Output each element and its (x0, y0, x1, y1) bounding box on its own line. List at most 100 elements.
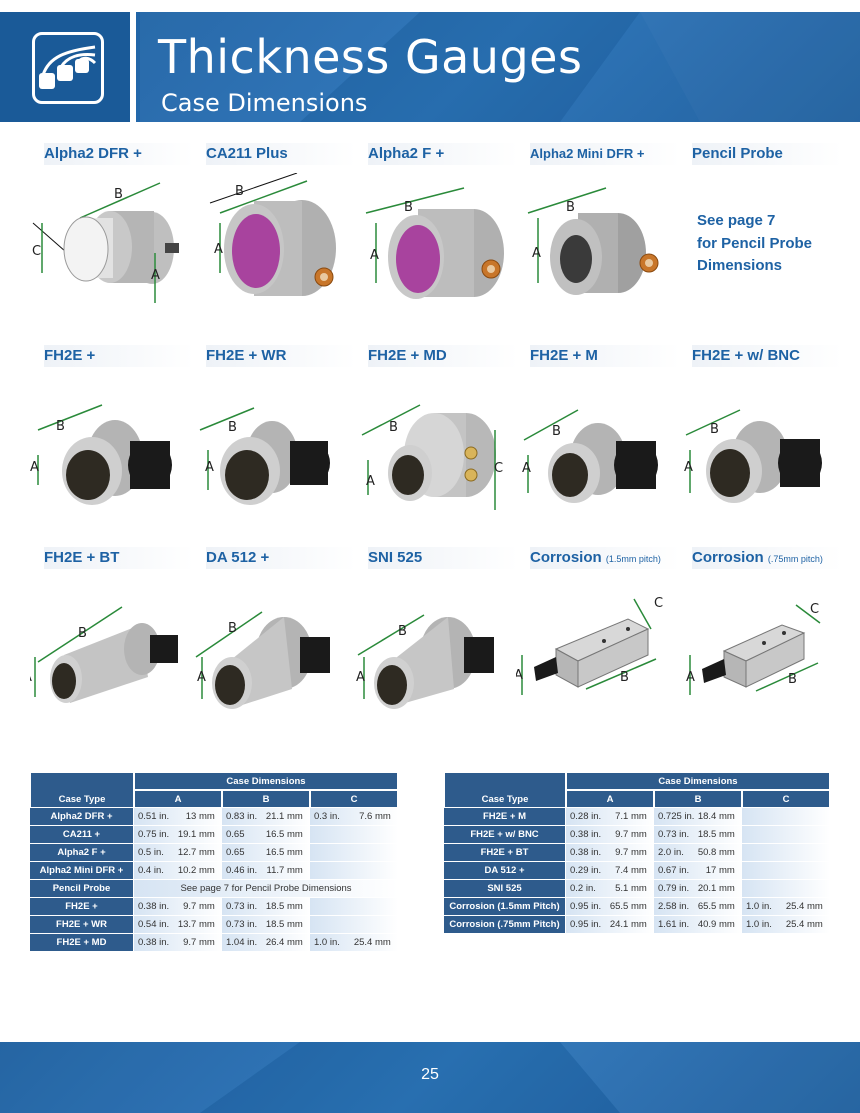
product-label: DA 512 + (206, 547, 356, 569)
product-fh2e-wr: FH2E + WR B A (192, 345, 356, 535)
product-label: Alpha2 F + (368, 143, 518, 165)
product-label: FH2E + MD (368, 345, 518, 367)
value-inches: 0.83 in. (226, 811, 258, 822)
dim-b-cell: 0.73 in.18.5 mm (654, 826, 742, 844)
dimension-label-b: B (552, 424, 561, 439)
value-millimeters: 16.5 mm (265, 847, 303, 858)
product-label: SNI 525 (368, 547, 518, 569)
value-inches: 0.51 in. (138, 811, 170, 822)
value-inches: 0.54 in. (138, 919, 170, 930)
value-millimeters: 25.4 mm (353, 937, 391, 948)
pencil-note-line: Dimensions (697, 257, 783, 274)
value-inches: 0.28 in. (570, 811, 602, 822)
product-alpha2-f: Alpha2 F + B A (354, 143, 518, 333)
value-millimeters: 50.8 mm (697, 847, 735, 858)
product-label: Pencil Probe (692, 143, 842, 165)
dimension-label-c: C (494, 461, 503, 476)
case-type-cell: Corrosion (.75mm Pitch) (444, 916, 566, 934)
value-inches: 0.725 in. (658, 811, 695, 822)
dimension-label-b: B (389, 420, 398, 435)
dim-c-cell (310, 826, 398, 844)
product-corrosion-1-5: Corrosion (1.5mm pitch) C A B (516, 547, 680, 737)
corrosion-1-5-probe-drawing: C A B (516, 596, 663, 695)
dimension-label-c: C (654, 596, 663, 611)
dim-c-cell: 1.0 in.25.4 mm (742, 898, 830, 916)
value-inches: 1.0 in. (746, 919, 772, 930)
case-type-cell: Corrosion (1.5mm Pitch) (444, 898, 566, 916)
case-type-header: Case Type (30, 772, 134, 808)
value-inches: 0.67 in. (658, 865, 690, 876)
value-inches: 0.75 in. (138, 829, 170, 840)
dimension-label-a: A (197, 670, 206, 685)
product-ca211-plus: CA211 Plus B A (192, 143, 356, 333)
dim-b-cell: 0.79 in.20.1 mm (654, 880, 742, 898)
case-type-cell: FH2E + WR (30, 916, 134, 934)
value-millimeters: 9.7 mm (183, 937, 215, 948)
value-inches: 0.46 in. (226, 865, 258, 876)
value-inches: 0.95 in. (570, 919, 602, 930)
case-type-cell: DA 512 + (444, 862, 566, 880)
probe-network-icon (32, 32, 104, 104)
product-alpha2-mini-dfr: Alpha2 Mini DFR + B A (516, 143, 680, 333)
product-fh2e-m: FH2E + M B A (516, 345, 680, 535)
case-dimensions-table-right: Case Type Case Dimensions A B C FH2E + M… (444, 772, 830, 934)
product-fh2e-bt: FH2E + BT B A (30, 547, 194, 737)
fh2e-wr-probe-drawing: B A (199, 407, 330, 505)
value-inches: 0.95 in. (570, 901, 602, 912)
product-label-text: Corrosion (530, 549, 602, 566)
value-inches: 0.29 in. (570, 865, 602, 876)
fh2e-m-probe-drawing: B A (522, 409, 658, 503)
dim-c-cell (742, 808, 830, 826)
product-label: FH2E + (44, 345, 194, 367)
dimension-label-b: B (566, 200, 575, 215)
value-millimeters: 40.9 mm (697, 919, 735, 930)
product-corrosion-075: Corrosion (.75mm pitch) C A B (678, 547, 842, 737)
dim-a-cell: 0.28 in.7.1 mm (566, 808, 654, 826)
product-label: FH2E + M (530, 345, 680, 367)
value-millimeters: 13 mm (185, 811, 215, 822)
dim-a-cell: 0.38 in.9.7 mm (566, 844, 654, 862)
product-label: CA211 Plus (206, 143, 356, 165)
product-label: Corrosion (.75mm pitch) (692, 547, 842, 569)
dim-a-cell: 0.2 in.5.1 mm (566, 880, 654, 898)
page-title: Thickness Gauges (158, 30, 583, 84)
value-millimeters: 18.5 mm (265, 901, 303, 912)
value-inches: 2.58 in. (658, 901, 690, 912)
dim-b-cell: 1.61 in. 40.9 mm (654, 916, 742, 934)
col-b-header: B (654, 790, 742, 808)
dimension-label-a: A (214, 242, 223, 257)
product-da512: DA 512 + B A (192, 547, 356, 737)
pencil-probe-note: See page 7 for Pencil Probe Dimensions (697, 210, 812, 278)
dim-c-cell (742, 862, 830, 880)
header-logo-block (0, 12, 136, 122)
case-dimensions-header: Case Dimensions (134, 772, 398, 790)
dimension-label-b: B (114, 187, 123, 202)
alpha2-dfr-probe-drawing: B C A (32, 182, 179, 303)
case-type-cell: CA211 + (30, 826, 134, 844)
dimension-label-a: A (356, 670, 365, 685)
dimension-label-b: B (620, 670, 629, 685)
value-inches: 0.38 in. (138, 937, 170, 948)
dim-a-cell: 0.51 in. 13 mm (134, 808, 222, 826)
da512-probe-drawing: B A (195, 611, 330, 709)
case-type-cell: FH2E + M (444, 808, 566, 826)
product-label-text: Corrosion (692, 549, 764, 566)
case-type-cell: FH2E + (30, 898, 134, 916)
dim-c-cell (310, 916, 398, 934)
value-millimeters: 26.4 mm (265, 937, 303, 948)
product-label-note: (1.5mm pitch) (605, 554, 661, 564)
value-inches: 0.2 in. (570, 883, 596, 894)
page-subtitle: Case Dimensions (161, 89, 368, 117)
value-inches: 1.61 in. (658, 919, 690, 930)
value-inches: 0.38 in. (570, 847, 602, 858)
dim-a-cell: 0.5 in.12.7 mm (134, 844, 222, 862)
product-alpha2-dfr: Alpha2 DFR + B C A (30, 143, 194, 333)
